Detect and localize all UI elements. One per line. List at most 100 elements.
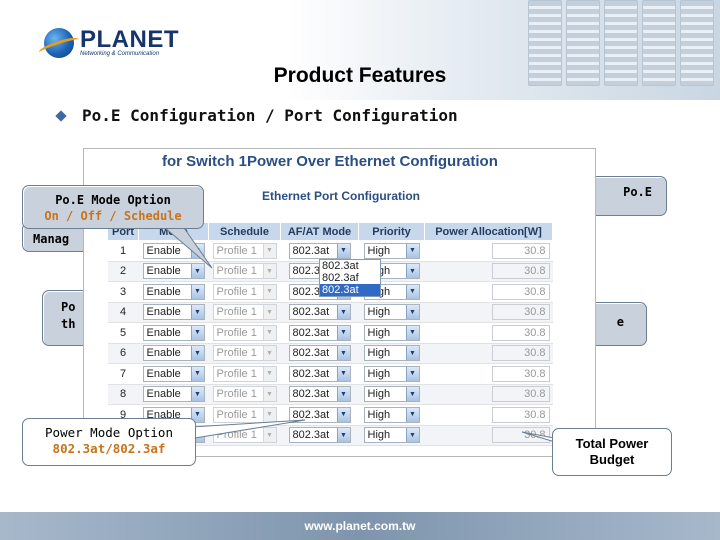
schedule-select[interactable]: Profile 1 ▼ [212, 242, 277, 259]
af-at-mode-select[interactable]: 802.3at▼ [288, 386, 351, 403]
chevron-down-icon[interactable]: ▼ [405, 325, 419, 340]
chevron-down-icon[interactable]: ▼ [190, 366, 204, 381]
schedule-select[interactable]: Profile 1▼ [212, 406, 277, 423]
chevron-down-icon[interactable]: ▼ [190, 284, 204, 299]
chevron-down-icon[interactable]: ▼ [262, 325, 276, 340]
chevron-down-icon[interactable]: ▼ [405, 305, 419, 320]
priority-select[interactable]: High▼ [363, 427, 420, 444]
power-allocation-input[interactable]: 30.8 [491, 365, 550, 382]
power-allocation-input[interactable]: 30.8 [491, 304, 550, 321]
chevron-down-icon[interactable]: ▼ [262, 243, 276, 258]
power-allocation-input[interactable]: 30.8 [491, 283, 550, 300]
chevron-down-icon[interactable]: ▼ [336, 243, 350, 258]
mode-select[interactable]: Enable▼ [142, 345, 205, 362]
chevron-down-icon[interactable]: ▼ [405, 366, 419, 381]
schedule-select[interactable]: Profile 1▼ [212, 345, 277, 362]
af-at-mode-select[interactable]: 802.3at▼ [288, 345, 351, 362]
chevron-down-icon[interactable]: ▼ [262, 366, 276, 381]
mode-select[interactable]: Enable▼ [142, 263, 205, 280]
chevron-down-icon[interactable]: ▼ [336, 407, 350, 422]
af-at-mode-select[interactable]: 802.3at▼ [288, 304, 351, 321]
priority-select[interactable]: High▼ [363, 365, 420, 382]
power-allocation-input[interactable]: 30.8 [491, 242, 550, 259]
chevron-down-icon[interactable]: ▼ [190, 264, 204, 279]
chevron-down-icon[interactable]: ▼ [262, 264, 276, 279]
chevron-down-icon[interactable]: ▼ [190, 346, 204, 361]
chevron-down-icon[interactable]: ▼ [190, 243, 204, 258]
priority-select[interactable]: High▼ [363, 324, 420, 341]
mode-select[interactable]: Enable▼ [142, 242, 205, 259]
schedule-select[interactable]: Profile 1▼ [212, 365, 277, 382]
chevron-down-icon[interactable]: ▼ [190, 325, 204, 340]
dropdown-option-highlighted[interactable]: 802.3at [320, 284, 380, 296]
chevron-down-icon[interactable]: ▼ [405, 284, 419, 299]
af-at-mode-select-value: 802.3at [292, 326, 330, 339]
chevron-down-icon[interactable]: ▼ [190, 407, 204, 422]
schedule-select[interactable]: Profile 1▼ [212, 324, 277, 341]
af-at-mode-select[interactable]: 802.3at▼ [288, 365, 351, 382]
schedule-select[interactable]: Profile 1▼ [212, 283, 277, 300]
port-number: 4 [119, 306, 127, 319]
chevron-down-icon[interactable]: ▼ [336, 366, 350, 381]
power-allocation-input[interactable]: 30.8 [491, 406, 550, 423]
chevron-down-icon[interactable]: ▼ [262, 428, 276, 443]
priority-select[interactable]: High ▼ [363, 304, 420, 321]
schedule-select-value: Profile 1 [216, 429, 257, 442]
chevron-down-icon[interactable]: ▼ [405, 243, 419, 258]
chevron-down-icon[interactable]: ▼ [190, 305, 204, 320]
chevron-down-icon[interactable]: ▼ [262, 387, 276, 402]
chevron-down-icon[interactable]: ▼ [405, 428, 419, 443]
dropdown-option[interactable]: 802.3af [322, 272, 359, 284]
priority-select[interactable]: High▼ [363, 345, 420, 362]
af-at-mode-select[interactable]: 802.3at ▼ [288, 242, 351, 259]
priority-select[interactable]: High ▼ [363, 406, 420, 423]
schedule-select-value: Profile 1 [216, 244, 257, 257]
chevron-down-icon[interactable]: ▼ [262, 305, 276, 320]
mode-select[interactable]: Enable▼ [142, 386, 205, 403]
priority-select[interactable]: High▼ [363, 242, 420, 259]
chevron-down-icon[interactable]: ▼ [262, 346, 276, 361]
column-header: AF/AT Mode [280, 222, 359, 241]
mode-select-value: Enable [146, 285, 181, 298]
power-allocation-input[interactable]: 30.8 [491, 427, 550, 444]
af-at-mode-select[interactable]: 802.3at▼ [288, 427, 351, 444]
power-mode-callout: Power Mode Option 802.3at/802.3af [22, 418, 196, 466]
chevron-down-icon[interactable]: ▼ [262, 284, 276, 299]
schedule-select[interactable]: Profile 1 ▼ [212, 427, 277, 444]
chevron-down-icon[interactable]: ▼ [336, 325, 350, 340]
page-title: Product Features [273, 64, 447, 87]
schedule-select[interactable]: Profile 1▼ [212, 263, 277, 280]
power-allocation-input[interactable]: 30.8 [491, 263, 550, 280]
power-allocation-input[interactable]: 30.8 [491, 324, 550, 341]
chevron-down-icon[interactable]: ▼ [405, 407, 419, 422]
power-allocation-input[interactable]: 30.8 [491, 386, 550, 403]
chevron-down-icon[interactable]: ▼ [336, 387, 350, 402]
mode-select[interactable]: Enable▼ [142, 365, 205, 382]
chevron-down-icon[interactable]: ▼ [190, 387, 204, 402]
mode-select[interactable]: Enable ▼ [142, 283, 205, 300]
chevron-down-icon[interactable]: ▼ [405, 387, 419, 402]
power-mode-callout-values: 802.3at/802.3af [52, 441, 166, 456]
af-at-mode-select[interactable]: 802.3at ▼ [288, 324, 351, 341]
chevron-down-icon[interactable]: ▼ [405, 346, 419, 361]
schedule-select[interactable]: Profile 1▼ [212, 304, 277, 321]
priority-select[interactable]: High▼ [363, 386, 420, 403]
priority-select-value: High [367, 306, 391, 319]
chevron-down-icon[interactable]: ▼ [336, 305, 350, 320]
dropdown-option[interactable]: 802.3at [322, 260, 359, 272]
chevron-down-icon[interactable]: ▼ [336, 346, 350, 361]
power-allocation-input[interactable]: 30.8 [491, 345, 550, 362]
mode-select[interactable]: Enable▼ [142, 304, 205, 321]
chevron-down-icon[interactable]: ▼ [405, 264, 419, 279]
total-power-callout: Total Power Budget [552, 428, 672, 476]
chevron-down-icon[interactable]: ▼ [336, 428, 350, 443]
af-at-mode-dropdown-list[interactable]: 802.3at 802.3af 802.3at [319, 259, 381, 297]
chevron-down-icon[interactable]: ▼ [262, 407, 276, 422]
af-at-mode-select-value: 802.3at [292, 244, 330, 257]
priority-select-value: High [367, 408, 391, 421]
af-at-mode-select[interactable]: 802.3at▼ [288, 406, 351, 423]
schedule-select[interactable]: Profile 1▼ [212, 386, 277, 403]
mode-select[interactable]: Enable▼ [142, 324, 205, 341]
